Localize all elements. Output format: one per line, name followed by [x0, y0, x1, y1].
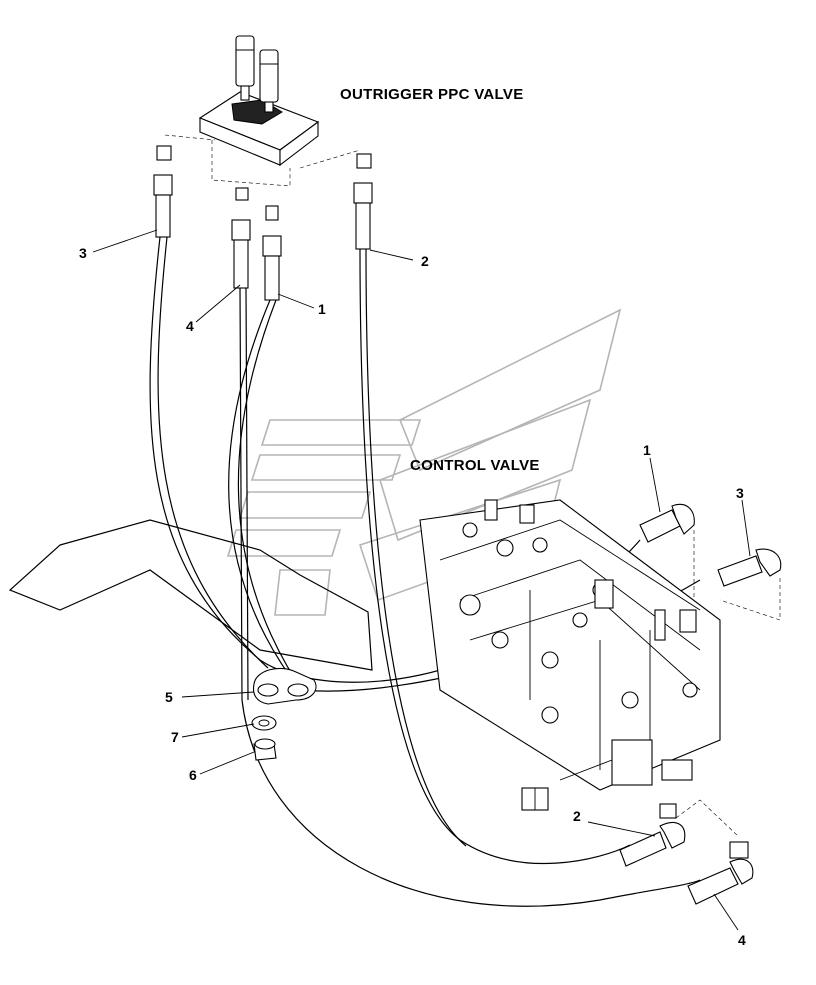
- outrigger-ppc-valve: [164, 35, 361, 187]
- callout-6: 6: [189, 767, 197, 783]
- callout-1-cv: 1: [643, 442, 651, 458]
- callout-2-top: 2: [421, 253, 429, 269]
- leader-lines: [92, 229, 751, 931]
- frame-plate: [8, 519, 373, 671]
- upper-hose-fittings: [153, 145, 373, 301]
- callout-3-cv: 3: [736, 485, 744, 501]
- control-valve-label: CONTROL VALVE: [410, 457, 540, 474]
- clamp-assembly: [251, 667, 317, 761]
- callout-5: 5: [165, 689, 173, 705]
- callout-3-top: 3: [79, 245, 87, 261]
- control-valve-hose-ends: [619, 504, 782, 905]
- callout-4-top: 4: [186, 318, 194, 334]
- callout-1-top: 1: [318, 301, 326, 317]
- callout-7: 7: [171, 729, 179, 745]
- callout-2-cv: 2: [573, 808, 581, 824]
- callout-4-cv: 4: [738, 932, 746, 948]
- control-valve: [419, 499, 721, 811]
- outrigger-ppc-valve-label: OUTRIGGER PPC VALVE: [340, 86, 524, 103]
